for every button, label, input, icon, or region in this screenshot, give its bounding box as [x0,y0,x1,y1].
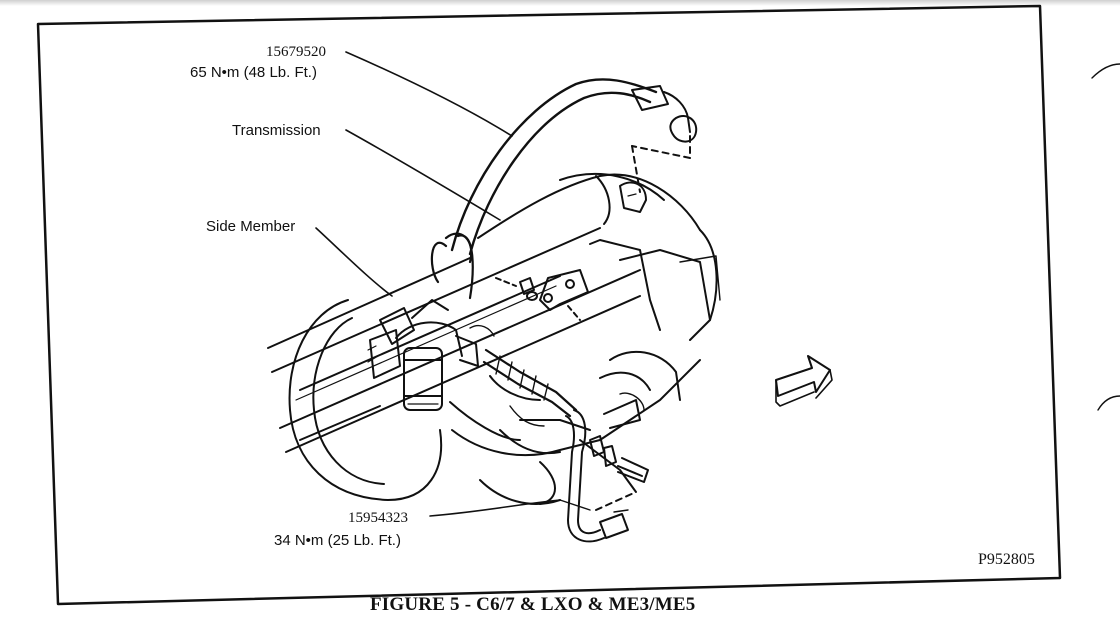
document-number: P952805 [978,551,1035,568]
upper-cooler-hose [430,78,698,300]
upper-hose-part-number: 15679520 [266,44,326,60]
scan-edge [0,0,1120,6]
figure-caption: FIGURE 5 - C6/7 & LXO & ME3/ME5 [370,594,696,615]
figure-frame [36,4,1062,606]
lower-hose-part-number: 15954323 [348,510,408,526]
side-member [267,227,641,453]
front-direction-arrow-icon [775,355,833,407]
scan-artifacts [1091,63,1120,411]
bell-housing [288,299,443,501]
upper-hose-torque: 65 N•m (48 Lb. Ft.) [190,64,317,81]
lower-cooler-line [482,348,649,543]
transmission-label: Transmission [232,122,321,139]
transmission-case [449,173,721,511]
cooler-filter-assembly [367,299,495,411]
bracket-hardware [495,269,589,321]
lower-hose-torque: 34 N•m (25 Lb. Ft.) [274,532,401,549]
side-member-label: Side Member [206,218,296,235]
leader-lines [315,51,561,517]
